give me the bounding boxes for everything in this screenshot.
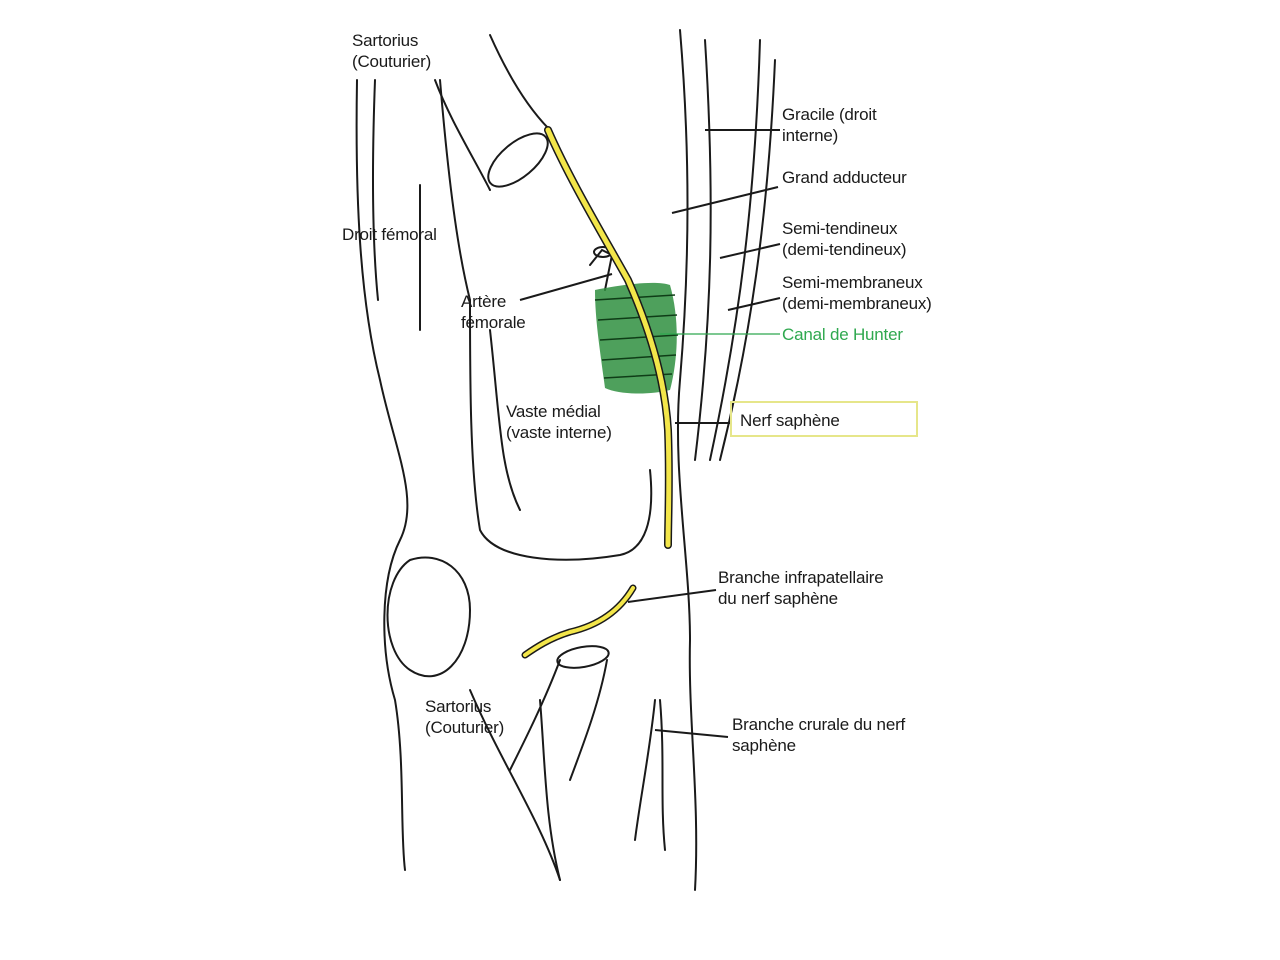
- label-grand-adducteur: Grand adducteur: [782, 168, 907, 187]
- leader-lines: [519, 129, 781, 738]
- label-line: (Couturier): [352, 52, 432, 71]
- label-artere-femorale: Artère fémorale: [461, 291, 526, 333]
- label-line: Branche infrapatellaire: [718, 568, 884, 587]
- label-line: fémorale: [461, 313, 526, 332]
- label-line: (demi-tendineux): [782, 240, 907, 259]
- label-branche-infrapatellaire: Branche infrapatellaire du nerf saphène: [718, 567, 884, 609]
- label-line: Vaste médial: [506, 402, 601, 421]
- saphenous-nerve: [521, 126, 673, 659]
- nerf-saphene-highlight-box: [730, 401, 918, 437]
- label-semi-tendineux: Semi-tendineux (demi-tendineux): [782, 218, 907, 260]
- label-sartorius-bottom: Sartorius (Couturier): [425, 696, 504, 738]
- label-line: Semi-membraneux: [782, 273, 923, 292]
- label-line: du nerf saphène: [718, 589, 838, 608]
- label-canal-de-hunter: Canal de Hunter: [782, 325, 903, 344]
- label-line: Artère: [461, 292, 507, 311]
- label-gracile: Gracile (droit interne): [782, 104, 877, 146]
- label-line: Sartorius: [352, 31, 419, 50]
- label-line: Sartorius: [425, 697, 492, 716]
- label-branche-crurale: Branche crurale du nerf saphène: [732, 714, 905, 756]
- label-droit-femoral: Droit fémoral: [342, 225, 437, 244]
- label-line: Branche crurale du nerf: [732, 715, 906, 734]
- label-sartorius-top: Sartorius (Couturier): [352, 30, 431, 72]
- label-line: interne): [782, 126, 839, 145]
- label-line: Semi-tendineux: [782, 219, 898, 238]
- label-line: (Couturier): [425, 718, 505, 737]
- label-nerf-saphene: Nerf saphène: [740, 411, 840, 430]
- label-line: (demi-membraneux): [782, 294, 932, 313]
- label-line: Gracile (droit: [782, 105, 877, 124]
- label-line: (vaste interne): [506, 423, 612, 442]
- label-semi-membraneux: Semi-membraneux (demi-membraneux): [782, 272, 932, 314]
- label-vaste-medial: Vaste médial (vaste interne): [506, 401, 612, 443]
- label-line: saphène: [732, 736, 796, 755]
